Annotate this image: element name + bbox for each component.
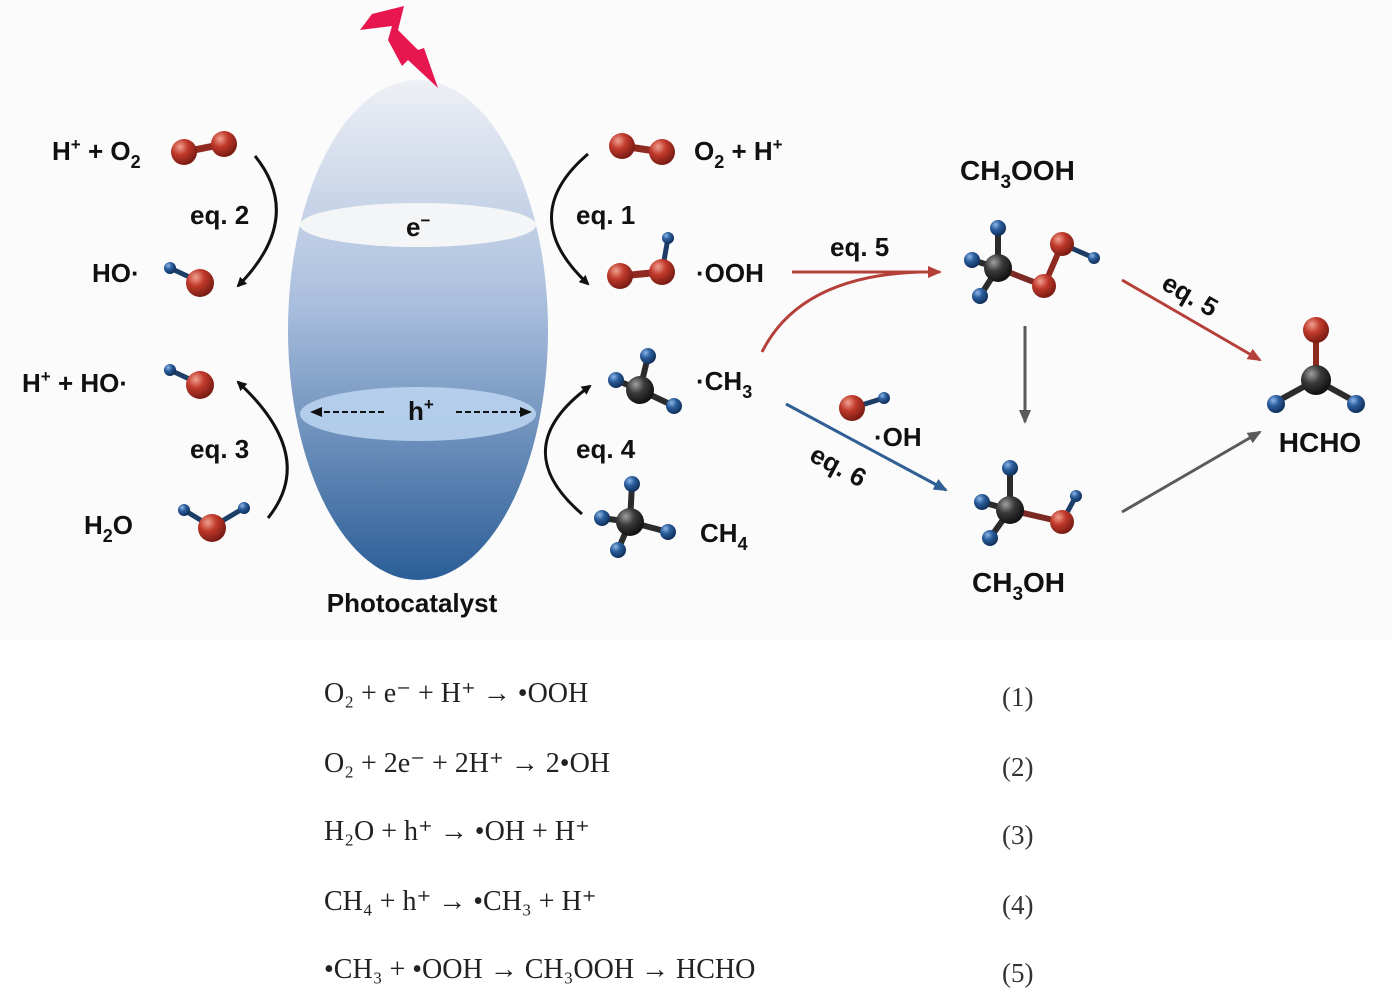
ho-molecule [164,262,214,297]
diagram-background [0,0,1392,640]
o2-molecule-right [609,133,675,165]
ch3oh-label: CH3OH [972,567,1065,605]
equation-number-3: (3) [1002,820,1033,850]
equation-text-1: O₂ + e⁻ + H⁺ → •OOH [324,678,588,709]
ch4-label: CH4 [700,518,748,554]
ch3oh-to-hcho-arrow [1121,430,1262,514]
ooh-molecule [607,232,675,289]
equation-row-2: O₂ + 2e⁻ + 2H⁺ → 2•OH (2) [324,748,1033,782]
eq5-top-label: eq. 5 [830,232,889,262]
eq2-arrow [236,155,278,288]
ch3oh-molecule [974,460,1082,546]
reaction-diagram: e− h+ Photocatalyst H+ + O2 eq. 2 HO· H+… [0,0,1392,640]
equation-text-2: O₂ + 2e⁻ + 2H⁺ → 2•OH [324,748,610,779]
eq2-label: eq. 2 [190,200,249,230]
equation-number-2: (2) [1002,752,1033,782]
eq3-label: eq. 3 [190,434,249,464]
ch4-molecule [594,476,676,558]
equations-list: O₂ + e⁻ + H⁺ → •OOH (1) O₂ + 2e⁻ + 2H⁺ →… [324,678,1033,988]
h-plus-ho-label: H+ + HO· [22,367,128,398]
h2o-label: H2O [84,510,133,546]
oh-radical-label: ·OH [874,422,922,452]
equation-text-4: CH₄ + h⁺ → •CH₃ + H⁺ [324,886,596,917]
ho-molecule-2 [164,364,214,399]
h2o-molecule [178,502,250,542]
hcho-label: HCHO [1279,427,1361,458]
ch3-to-ch3oh-arrow [785,402,948,492]
equation-row-5: •CH₃ + •OOH → CH₃OOH → HCHO (5) [324,954,1033,988]
eq1-label: eq. 1 [576,200,635,230]
ch3-to-ch3ooh-curve [760,270,921,353]
ch3-radical-molecule [608,348,682,414]
hole-label: h+ [408,395,434,426]
ooh-radical-label: ·OOH [696,258,764,288]
equation-text-5: •CH₃ + •OOH → CH₃OOH → HCHO [324,954,755,985]
light-bolt-icon [360,6,438,88]
equation-number-1: (1) [1002,682,1033,712]
equation-number-4: (4) [1002,890,1033,920]
photocatalyst-body [288,80,548,580]
h-plus-o2-label: H+ + O2 [52,135,141,172]
eq4-arrow [544,384,592,516]
ch3ooh-molecule [964,220,1100,304]
oh-radical-molecule [839,392,890,421]
o2-plus-h-label: O2 + H+ [694,135,783,172]
ch3ooh-label: CH3OOH [960,155,1075,193]
o2-molecule-left [171,131,237,165]
ch3-radical-label: ·CH3 [696,366,752,402]
eq3-arrow [236,380,289,519]
equation-row-4: CH₄ + h⁺ → •CH₃ + H⁺ (4) [324,886,1033,920]
eq1-arrow [550,152,590,286]
equation-row-1: O₂ + e⁻ + H⁺ → •OOH (1) [324,678,1033,712]
valence-band-disk [300,387,536,441]
eq4-label: eq. 4 [576,434,636,464]
ho-radical-label: HO· [92,258,140,288]
photocatalyst-label: Photocatalyst [327,588,498,618]
ch3ooh-to-hcho-arrow [1121,278,1262,362]
equation-text-3: H₂O + h⁺ → •OH + H⁺ [324,816,590,847]
conduction-band-disk [300,203,536,247]
equation-row-3: H₂O + h⁺ → •OH + H⁺ (3) [324,816,1033,850]
electron-label: e− [406,211,430,242]
equation-number-5: (5) [1002,958,1033,988]
hcho-molecule [1267,317,1365,413]
